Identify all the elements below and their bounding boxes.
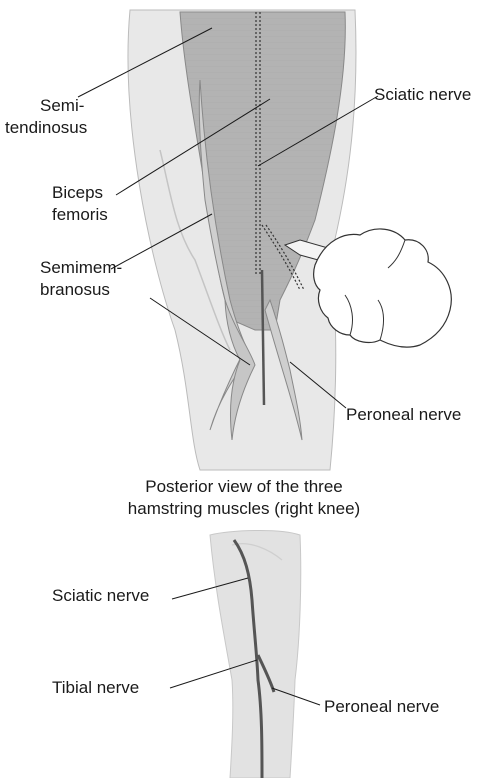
- label-sciatic-nerve-top: Sciatic nerve: [374, 85, 471, 104]
- top-figure: Semi- tendinosus Sciatic nerve Biceps fe…: [5, 10, 471, 518]
- caption-line-2: hamstring muscles (right knee): [128, 499, 360, 518]
- caption-line-1: Posterior view of the three: [145, 477, 342, 496]
- label-tibial-nerve: Tibial nerve: [52, 678, 139, 697]
- label-semimembranosus-2: branosus: [40, 280, 110, 299]
- label-peroneal-nerve-top: Peroneal nerve: [346, 405, 461, 424]
- label-semitendinosus-2: tendinosus: [5, 118, 87, 137]
- label-biceps-1: Biceps: [52, 183, 103, 202]
- label-biceps-2: femoris: [52, 205, 108, 224]
- label-semitendinosus-1: Semi-: [40, 96, 84, 115]
- label-peroneal-nerve-bottom: Peroneal nerve: [324, 697, 439, 716]
- label-semimembranosus-1: Semimem-: [40, 258, 122, 277]
- label-sciatic-nerve-bottom: Sciatic nerve: [52, 586, 149, 605]
- bottom-figure: Sciatic nerve Tibial nerve Peroneal nerv…: [52, 530, 439, 778]
